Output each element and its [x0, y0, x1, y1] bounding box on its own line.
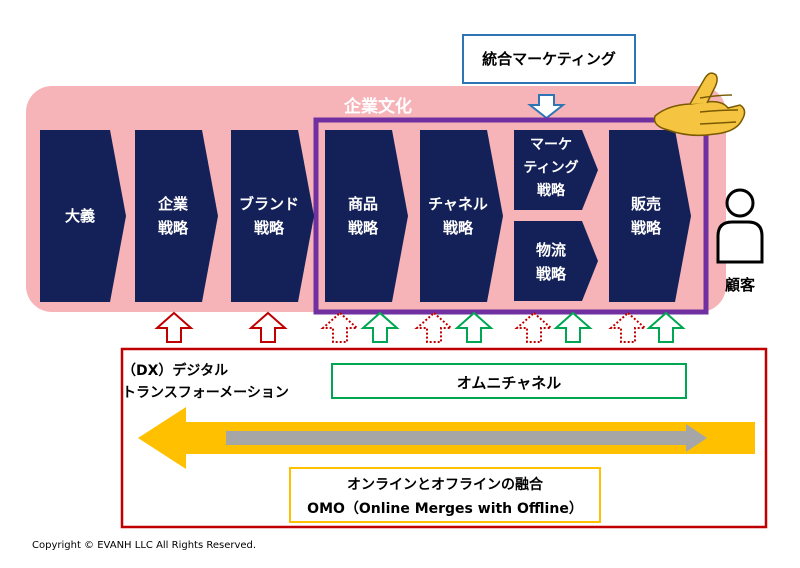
step-shohin-label: 商品 戦略 — [347, 195, 378, 237]
omni-channel-box — [331, 363, 687, 399]
up-arrow-red-2 — [248, 311, 288, 343]
dx-frame — [120, 347, 768, 529]
integrated-marketing-label: 統合マーケティング — [482, 50, 616, 68]
step-marketing-label: マーケ ティング 戦略 — [523, 137, 579, 199]
step-kigyo-shape — [135, 130, 218, 302]
omo-label-line1: オンラインとオフラインの融合 — [347, 477, 543, 493]
up-arrow-red-dotted-2 — [414, 311, 454, 343]
step-marketing-shape — [514, 130, 598, 210]
step-kigyo-label: 企業 戦略 — [157, 195, 188, 237]
up-arrow-green-1 — [360, 311, 400, 343]
step-hanbai-label: 販売 戦略 — [630, 195, 661, 237]
up-arrow-red-dotted-1 — [320, 311, 360, 343]
pointing-hand-icon — [653, 72, 746, 137]
step-butsuryu-shape — [514, 221, 598, 301]
up-arrow-green-4 — [646, 311, 686, 343]
step-channel-shape — [420, 130, 503, 302]
step-brand-shape — [231, 130, 314, 302]
corporate-culture-label: 企業文化 — [344, 97, 412, 117]
marketing-frame — [313, 117, 709, 315]
omo-label-line2: OMO（Online Merges with Offline） — [307, 501, 583, 517]
copyright-text: Copyright © EVANH LLC All Rights Reserve… — [32, 540, 257, 551]
step-shohin-shape — [325, 130, 408, 302]
step-taigi-label: 大義 — [64, 207, 95, 225]
step-channel-label: チャネル 戦略 — [428, 195, 488, 237]
up-arrow-green-3 — [553, 311, 593, 343]
up-arrow-red-dotted-4 — [608, 311, 648, 343]
integrated-marketing-box — [462, 34, 636, 84]
step-butsuryu-label: 物流 戦略 — [535, 241, 566, 283]
customer-icon — [716, 188, 764, 264]
omo-box — [289, 467, 601, 523]
gray-right-arrow — [226, 424, 707, 452]
up-arrow-red-dotted-3 — [514, 311, 554, 343]
dx-label-line2: トランスフォーメーション — [122, 385, 289, 401]
step-brand-label: ブランド 戦略 — [238, 195, 299, 237]
step-taigi-shape — [40, 130, 126, 302]
dx-label-line1: （DX）デジタル — [122, 363, 229, 379]
step-hanbai-shape — [609, 130, 691, 302]
omni-channel-label: オムニチャネル — [456, 374, 562, 392]
up-arrow-green-2 — [454, 311, 494, 343]
up-arrow-red-1 — [154, 311, 194, 343]
down-arrow-icon — [527, 94, 566, 120]
customer-label: 顧客 — [724, 276, 755, 294]
